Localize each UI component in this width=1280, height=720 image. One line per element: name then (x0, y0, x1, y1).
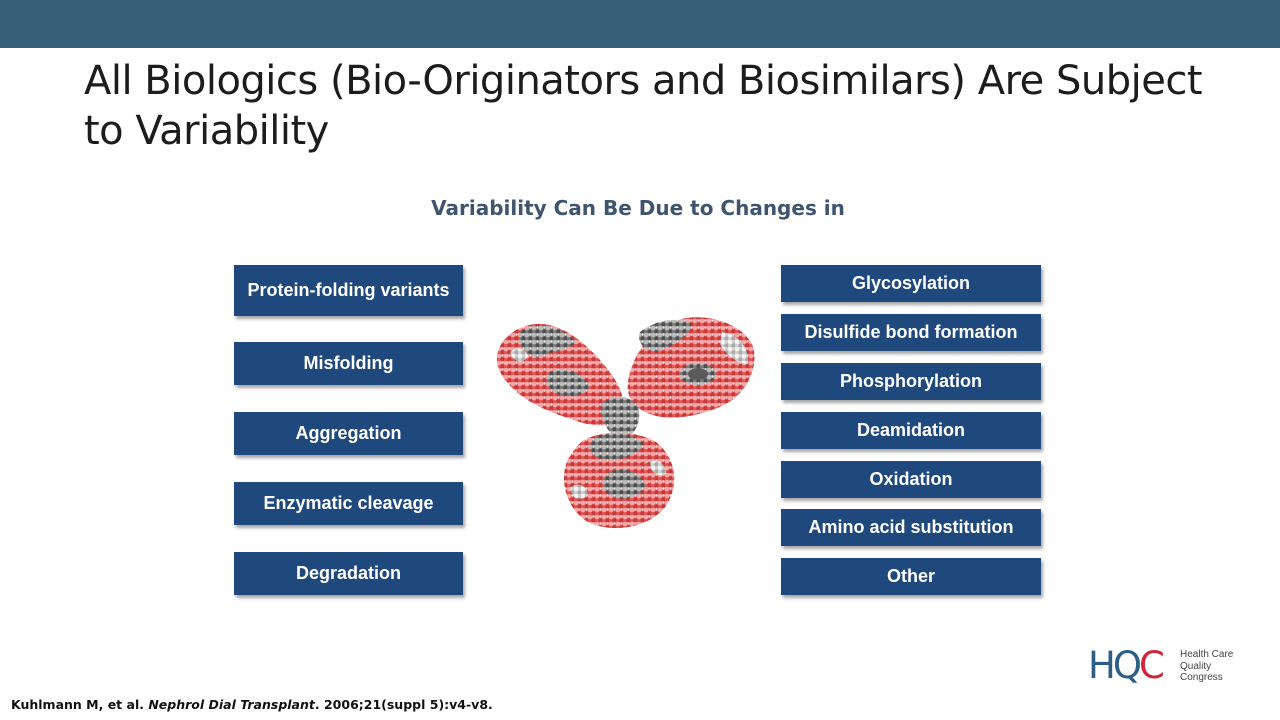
left-box-aggregation: Aggregation (234, 412, 463, 455)
left-box-misfolding: Misfolding (234, 342, 463, 385)
citation-journal: Nephrol Dial Transplant (148, 697, 315, 712)
right-box-amino-acid-substitution: Amino acid substitution (781, 509, 1041, 546)
citation-authors: Kuhlmann M, et al. (11, 697, 149, 712)
right-box-phosphorylation: Phosphorylation (781, 363, 1041, 400)
right-box-deamidation: Deamidation (781, 412, 1041, 449)
slide-title: All Biologics (Bio-Originators and Biosi… (84, 58, 1203, 154)
right-box-glycosylation: Glycosylation (781, 265, 1041, 302)
right-box-disulfide-bond: Disulfide bond formation (781, 314, 1041, 351)
citation: Kuhlmann M, et al. Nephrol Dial Transpla… (11, 697, 493, 712)
slide-subtitle: Variability Can Be Due to Changes in (431, 196, 845, 220)
right-box-oxidation: Oxidation (781, 461, 1041, 498)
right-box-other: Other (781, 558, 1041, 595)
hqc-logo: HQC Health Care Quality Congress (1088, 645, 1258, 689)
logo-text-line1: Health Care (1180, 649, 1234, 660)
logo-mark: HQC (1088, 644, 1165, 687)
left-box-enzymatic-cleavage: Enzymatic cleavage (234, 482, 463, 525)
header-bar (0, 0, 1280, 48)
left-box-degradation: Degradation (234, 552, 463, 595)
left-box-protein-folding: Protein-folding variants (234, 265, 463, 316)
logo-text: Health Care Quality Congress (1180, 649, 1258, 684)
logo-text-line2: Quality (1180, 660, 1212, 672)
citation-details: . 2006;21(suppl 5):v4-v8. (314, 697, 493, 712)
logo-text-line3: Congress (1180, 672, 1223, 683)
antibody-molecule-icon (496, 317, 755, 529)
